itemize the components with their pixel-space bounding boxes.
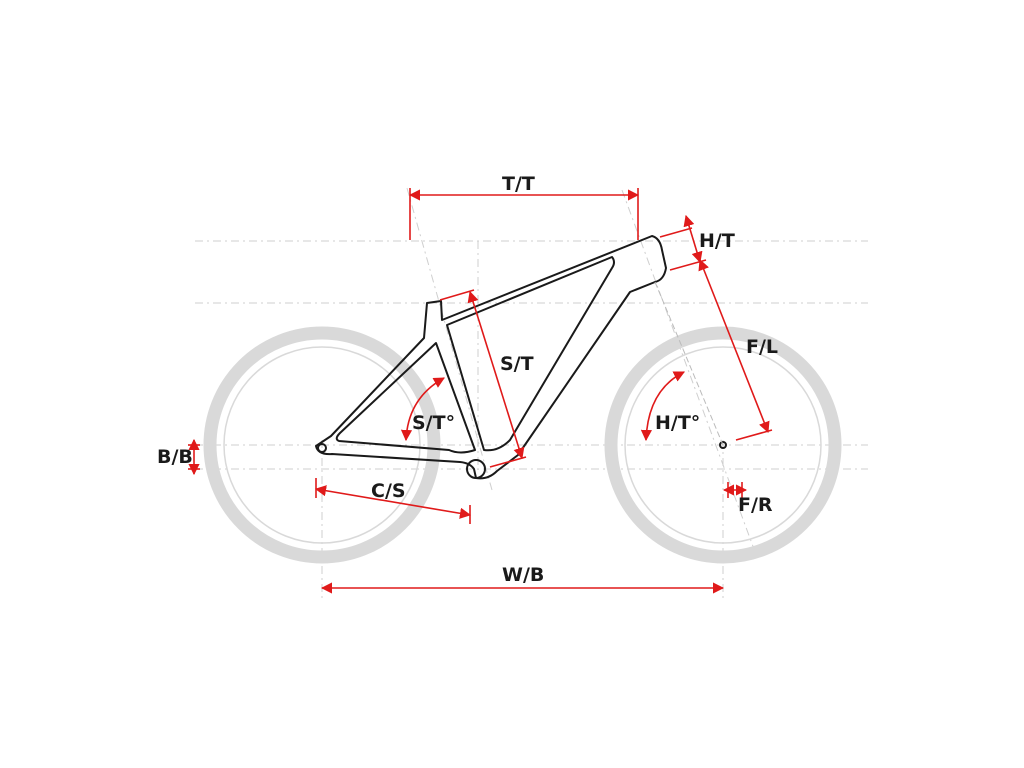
chainstay-label: C/S [371,480,406,502]
guide-seat-axis [406,187,493,491]
bottom-bracket [466,459,486,479]
rear-dropout [317,443,327,453]
head-tube-label: H/T [699,230,735,252]
seat-tube-label: S/T [500,353,534,375]
rear-tire [203,326,441,564]
rear-wheel [203,326,441,564]
frame-outline [315,235,667,480]
fork-length-dimension [698,258,770,434]
seat-tube-ext-top [439,289,475,301]
dimensions [188,188,773,594]
head-tube-angle-label: H/T° [655,412,700,434]
guide-steering-axis [621,189,759,561]
seat-tube-ext-bottom [489,456,527,468]
guide-lines [195,187,868,600]
head-tube-angle-arc [640,371,686,442]
seat-tube-angle-label: S/T° [412,412,455,434]
top-tube-label: T/T [502,173,535,195]
front-hub [719,441,727,449]
head-tube-dimension [683,214,703,264]
fork-length-ext [735,429,773,441]
seat-tube-angle-arc [400,377,445,442]
wheelbase-label: W/B [502,564,544,586]
head-tube-ext-top [659,227,693,238]
fork-rake-label: F/R [738,494,773,516]
dimension-labels: T/T H/T F/L S/T S/T° H/T° B/B C/S F/R W/… [157,173,778,586]
fork-length-label: F/L [746,336,778,358]
seat-tube-dimension [467,290,525,460]
chainstay-dimension [314,485,472,519]
rear-rim [223,346,421,544]
bb-drop-label: B/B [157,446,193,468]
